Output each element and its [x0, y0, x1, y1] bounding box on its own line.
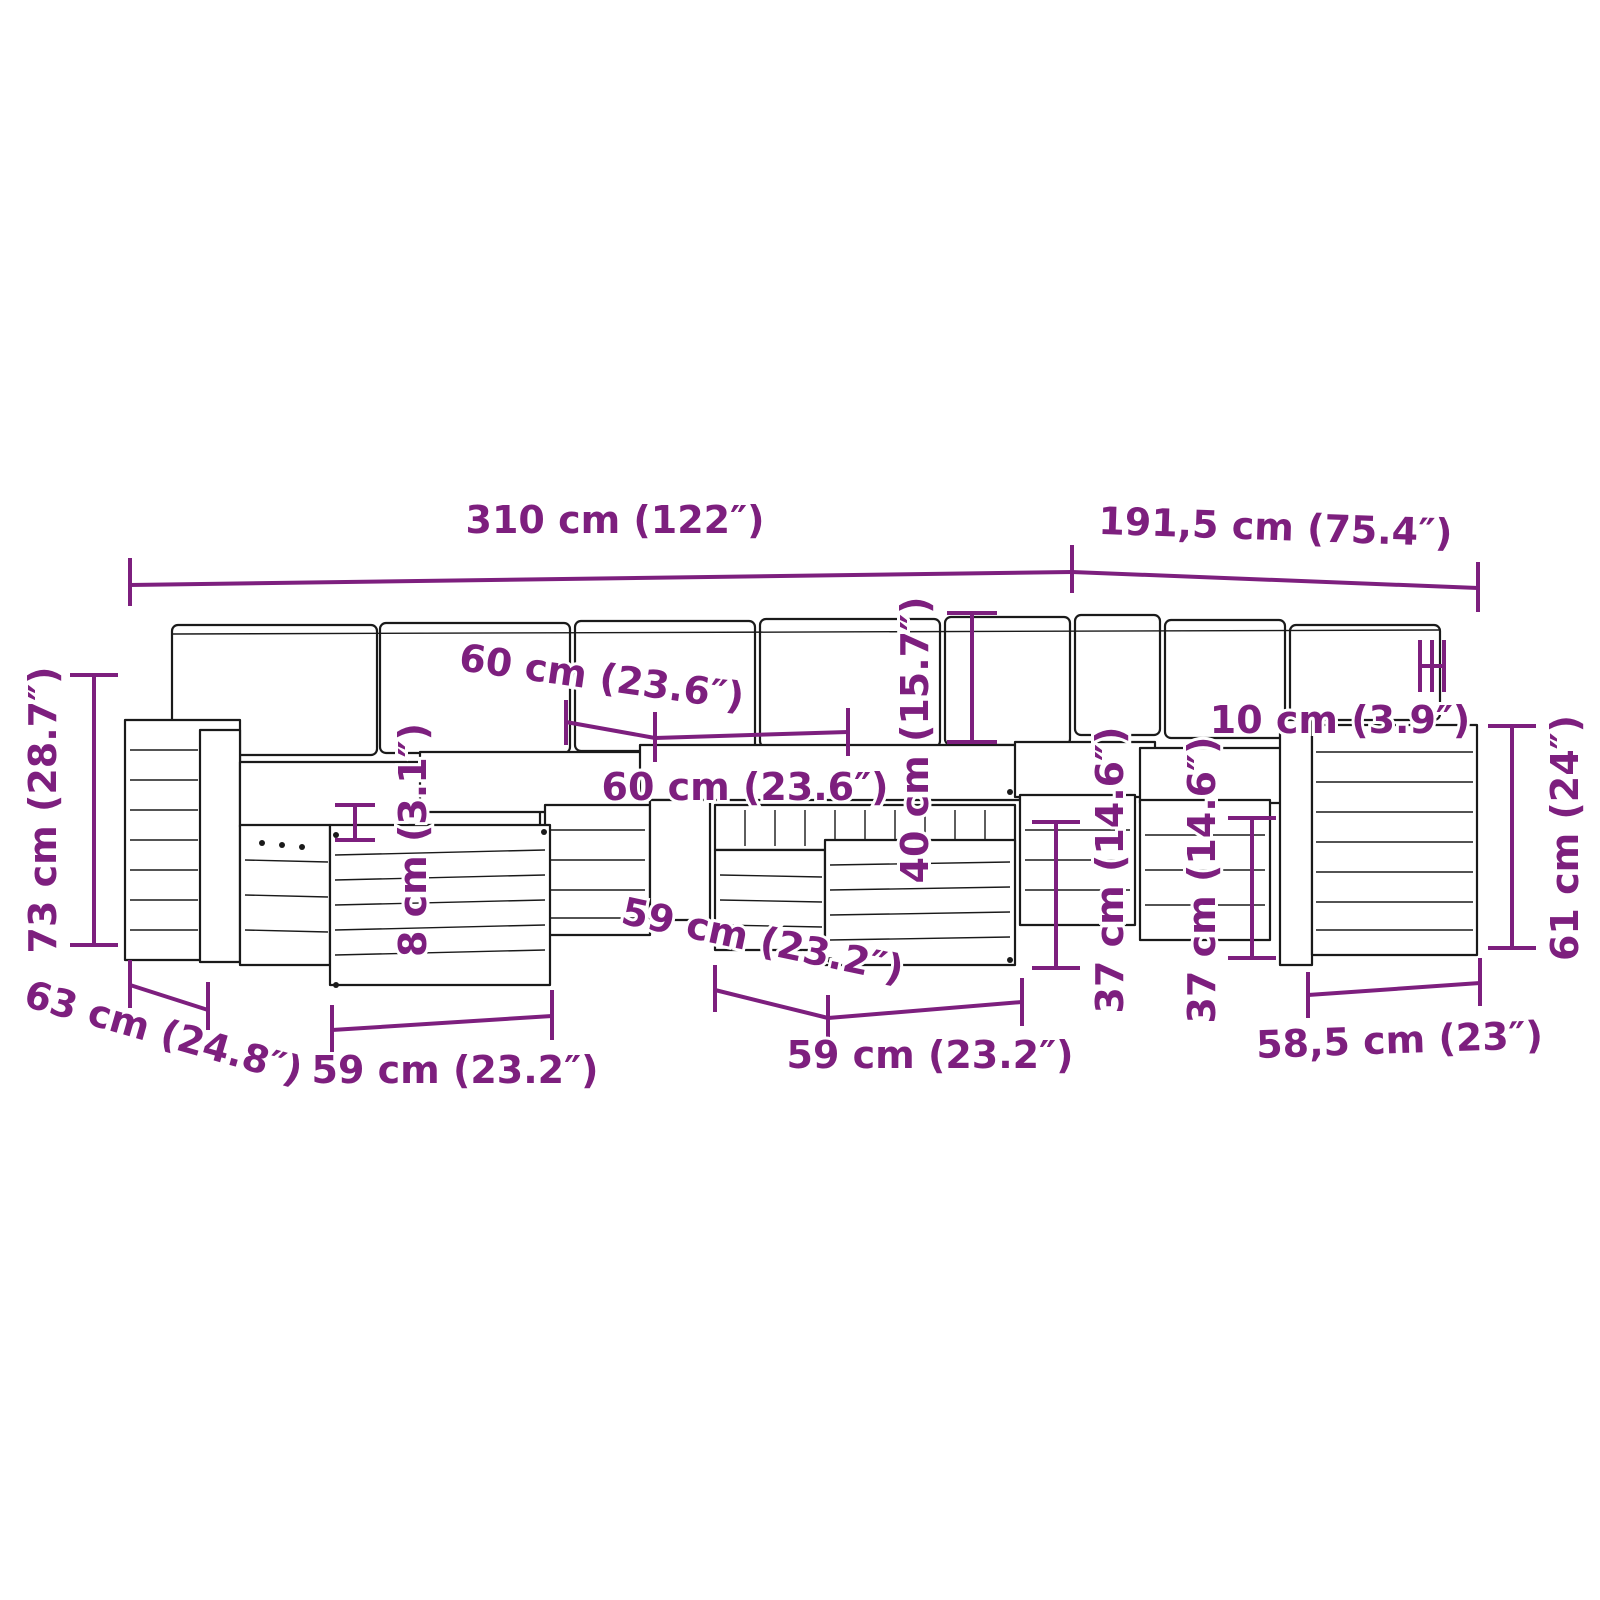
ottoman-left — [238, 823, 552, 988]
label-seat-height-a: 37 cm (14.6″) — [1088, 727, 1132, 1014]
back-cushions — [170, 613, 1442, 757]
dim-line-overall-width — [129, 570, 1073, 587]
dim-line-ottoman-width — [331, 1014, 553, 1032]
dim-line-seat-width-top — [565, 720, 656, 740]
label-side-depth: 58,5 cm (23″) — [1255, 1013, 1543, 1067]
label-table-width: 59 cm (23.2″) — [787, 1033, 1074, 1077]
label-overall-width: 310 cm (122″) — [466, 498, 765, 542]
seat-modules — [238, 740, 1292, 942]
label-armrest-height: 10 cm (3.9″) — [1210, 698, 1471, 742]
right-armrest-module — [1278, 718, 1479, 967]
dim-line-corner-width — [1071, 570, 1479, 590]
label-overall-height: 73 cm (28.7″) — [21, 667, 65, 954]
coffee-table — [713, 789, 1017, 967]
label-seat-height-b: 37 cm (14.6″) — [1180, 737, 1224, 1024]
label-depth-left: 63 cm (24.8″) — [20, 972, 308, 1093]
label-seat-width-mid: 60 cm (23.6″) — [602, 765, 889, 809]
label-ottoman-width: 59 cm (23.2″) — [312, 1048, 599, 1092]
dim-line-depth-left — [129, 983, 209, 1012]
furniture-drawing — [123, 613, 1479, 988]
label-side-height: 61 cm (24″) — [1543, 715, 1587, 961]
dim-line-side-depth — [1307, 981, 1481, 997]
label-corner-width: 191,5 cm (75.4″) — [1098, 499, 1454, 555]
label-cushion-thickness: 8 cm (3.1″) — [391, 723, 435, 957]
dim-line-table-depth — [714, 988, 829, 1020]
left-armrest-module — [123, 718, 242, 964]
dim-line-table-width — [827, 1000, 1023, 1020]
dimension-lines — [70, 545, 1536, 1055]
label-backrest-height: 40 cm (15.7″) — [893, 597, 937, 884]
dim-line-seat-width-mid — [654, 730, 849, 740]
